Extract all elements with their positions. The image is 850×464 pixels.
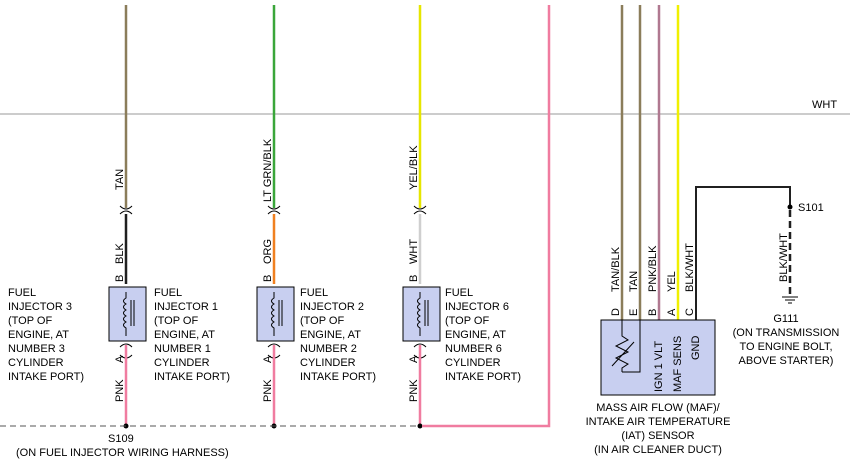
svg-text:(TOP OF: (TOP OF (300, 315, 344, 327)
splice-s101-label: S101 (798, 202, 824, 214)
maf-sensor-label: MASS AIR FLOW (MAF)/ INTAKE AIR TEMPERAT… (586, 402, 731, 456)
svg-text:(TOP OF: (TOP OF (8, 315, 52, 327)
injector6-pin-a: A (408, 355, 420, 363)
svg-text:ENGINE, AT: ENGINE, AT (300, 329, 361, 341)
iat-thermistor-icon (611, 320, 641, 373)
injector2-pin-a: A (262, 355, 274, 363)
maf-pnk-blk-label: PNK/BLK (647, 245, 659, 292)
svg-text:INTAKE AIR TEMPERATURE: INTAKE AIR TEMPERATURE (586, 416, 731, 428)
injector1-pin-b: B (114, 275, 126, 282)
svg-text:FUEL: FUEL (300, 287, 328, 299)
injector6-coil-icon (417, 292, 421, 336)
maf-tan-blk-label: TAN/BLK (610, 246, 622, 292)
injector2-coil-icon (271, 292, 275, 336)
svg-text:(IN AIR CLEANER DUCT): (IN AIR CLEANER DUCT) (594, 444, 722, 456)
injector1-coil-icon (123, 292, 127, 336)
maf-sens-label: MAF SENS (672, 336, 684, 392)
injector6-wht-label: WHT (408, 239, 420, 264)
injector1-label: FUEL INJECTOR 1 (TOP OF ENGINE, AT NUMBE… (154, 287, 230, 383)
svg-text:INTAKE PORT): INTAKE PORT) (8, 371, 84, 383)
svg-text:MASS AIR FLOW (MAF)/: MASS AIR FLOW (MAF)/ (596, 402, 720, 414)
ground-blk-wht-label: BLK/WHT (778, 233, 790, 282)
svg-text:FUEL: FUEL (154, 287, 182, 299)
svg-text:(ON TRANSMISSION: (ON TRANSMISSION (733, 327, 840, 339)
svg-text:INTAKE PORT): INTAKE PORT) (445, 371, 521, 383)
injector1-blk-label: BLK (114, 243, 126, 264)
maf-pin-c: C (684, 308, 696, 316)
svg-text:(TOP OF: (TOP OF (445, 315, 489, 327)
svg-text:FUEL: FUEL (8, 287, 36, 299)
injector6-splice-dot (417, 423, 423, 429)
injector6-body (402, 286, 441, 342)
maf-pin-a: A (666, 308, 678, 316)
injector6-pnk-label: PNK (408, 379, 420, 402)
svg-text:INJECTOR 3: INJECTOR 3 (8, 301, 72, 313)
injector6-label: FUEL INJECTOR 6 (TOP OF ENGINE, AT NUMBE… (445, 287, 521, 383)
injector2-connector-top (267, 205, 281, 215)
injector3-label: FUEL INJECTOR 3 (TOP OF ENGINE, AT NUMBE… (8, 287, 84, 383)
injector2-pin-b: B (262, 275, 274, 282)
injector2-lt-grn-blk-label: LT GRN/BLK (262, 138, 274, 202)
svg-text:(IAT) SENSOR: (IAT) SENSOR (621, 430, 694, 442)
wht-bus-label: WHT (812, 99, 837, 111)
svg-text:INTAKE PORT): INTAKE PORT) (154, 371, 230, 383)
svg-text:FUEL: FUEL (445, 287, 473, 299)
injector2-body (256, 286, 295, 342)
injector1-body (108, 286, 147, 342)
svg-text:INJECTOR 1: INJECTOR 1 (154, 301, 218, 313)
maf-pin-c-blk-wht-wire (695, 186, 791, 322)
svg-text:INJECTOR 2: INJECTOR 2 (300, 301, 364, 313)
injector2-label: FUEL INJECTOR 2 (TOP OF ENGINE, AT NUMBE… (300, 287, 376, 383)
maf-blk-wht-label: BLK/WHT (684, 243, 696, 292)
injector6-connector-top (413, 205, 427, 215)
svg-text:INJECTOR 6: INJECTOR 6 (445, 301, 509, 313)
injector6-yel-blk-label: YEL/BLK (408, 145, 420, 190)
svg-text:ENGINE, AT: ENGINE, AT (445, 329, 506, 341)
injector1-tan-label: TAN (114, 169, 126, 190)
svg-text:ABOVE STARTER): ABOVE STARTER) (739, 355, 834, 367)
injector1-pin-a: A (114, 355, 126, 363)
svg-text:CYLINDER: CYLINDER (300, 357, 356, 369)
maf-pin-b: B (647, 309, 659, 316)
svg-text:CYLINDER: CYLINDER (445, 357, 501, 369)
splice-s101-dot (787, 204, 793, 210)
svg-text:CYLINDER: CYLINDER (154, 357, 210, 369)
injector6-pin-b: B (408, 275, 420, 282)
maf-tan-label: TAN (628, 271, 640, 292)
svg-text:INTAKE PORT): INTAKE PORT) (300, 371, 376, 383)
injector2-org-label: ORG (262, 239, 274, 264)
svg-text:(TOP OF: (TOP OF (154, 315, 198, 327)
injector1-pnk-label: PNK (114, 379, 126, 402)
svg-text:NUMBER 2: NUMBER 2 (300, 343, 357, 355)
svg-text:NUMBER 6: NUMBER 6 (445, 343, 502, 355)
maf-ign-1-vlt-label: IGN 1 VLT (653, 341, 665, 392)
maf-pin-d: D (610, 308, 622, 316)
splice-s109-desc: (ON FUEL INJECTOR WIRING HARNESS) (16, 447, 229, 459)
injector1-connector-top (119, 205, 133, 215)
svg-text:G111: G111 (773, 313, 798, 325)
svg-text:NUMBER 3: NUMBER 3 (8, 343, 65, 355)
ground-g111-label: G111 (ON TRANSMISSION TO ENGINE BOLT, AB… (733, 313, 840, 367)
maf-yel-label: YEL (666, 271, 678, 292)
svg-text:ENGINE, AT: ENGINE, AT (154, 329, 215, 341)
maf-pin-e: E (628, 309, 640, 316)
injector2-pnk-label: PNK (262, 379, 274, 402)
svg-text:NUMBER 1: NUMBER 1 (154, 343, 211, 355)
svg-text:TO ENGINE BOLT,: TO ENGINE BOLT, (739, 341, 832, 353)
svg-text:CYLINDER: CYLINDER (8, 357, 64, 369)
ground-icon (782, 296, 798, 304)
svg-text:ENGINE, AT: ENGINE, AT (8, 329, 69, 341)
splice-s109-id: S109 (108, 433, 134, 445)
maf-gnd-label: GND (690, 336, 702, 361)
pnk-harness-feed-wire (422, 5, 551, 428)
